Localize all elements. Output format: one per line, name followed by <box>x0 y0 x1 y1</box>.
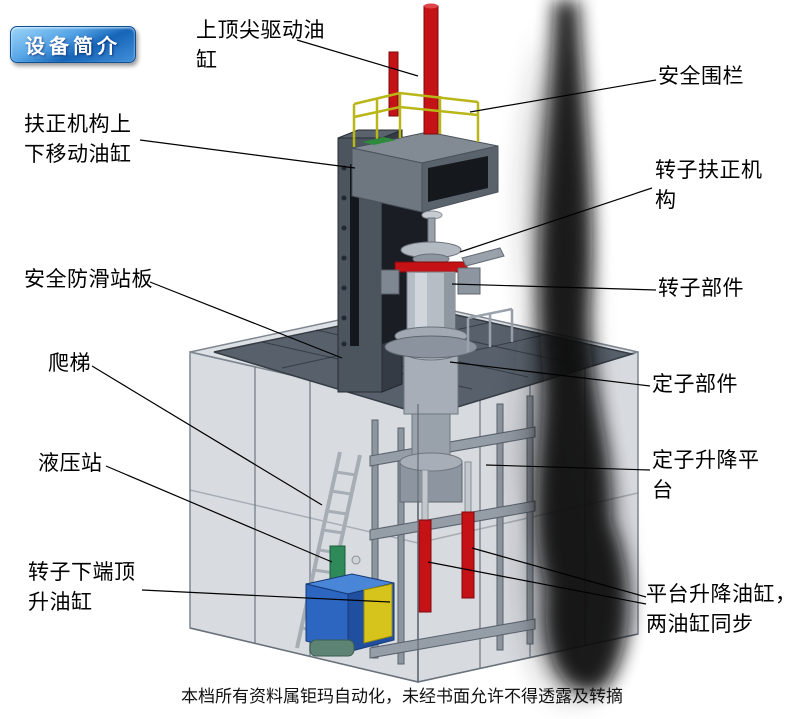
leader-centering-cylinder <box>139 139 356 169</box>
label-rotor-bottom-cylinder: 转子下端顶升油缸 <box>28 560 136 614</box>
label-stator-lift-platform: 定子升降平台 <box>652 448 760 502</box>
label-stator-part: 定子部件 <box>652 372 738 396</box>
leader-stator-part <box>449 361 651 387</box>
head-box <box>351 131 499 220</box>
top-cylinder <box>388 3 439 135</box>
leader-top-cylinder <box>296 39 419 77</box>
leader-platform-lift-2 <box>427 561 647 605</box>
side-rail <box>466 307 514 352</box>
label-anti-slip-platform: 安全防滑站板 <box>24 267 153 291</box>
hydraulic-station <box>305 545 395 657</box>
leader-rotor-centering <box>459 187 653 253</box>
label-rotor-part: 转子部件 <box>658 276 744 300</box>
label-ladder: 爬梯 <box>48 351 91 375</box>
smoke-shadow <box>522 0 629 695</box>
label-top-cylinder: 上顶尖驱动油缸 <box>196 18 325 72</box>
title-badge-label: 设备简介 <box>25 36 121 58</box>
leader-ladder <box>91 365 323 506</box>
rotor-assembly <box>380 217 505 359</box>
safety-railing <box>352 91 480 147</box>
label-hydraulic-station: 液压站 <box>38 451 103 475</box>
label-centering-cylinder: 扶正机构上下移动油缸 <box>24 112 132 166</box>
label-rotor-centering: 转子扶正机构 <box>655 158 763 212</box>
title-badge: 设备简介 <box>10 26 136 63</box>
leader-rotor-part <box>451 283 657 291</box>
leader-anti-slip <box>149 281 343 359</box>
leader-stator-lift <box>485 464 651 471</box>
leader-safety-fence <box>469 79 657 113</box>
leader-platform-lift-1 <box>471 547 647 598</box>
leader-rotor-bottom <box>141 589 391 603</box>
label-safety-fence: 安全围栏 <box>658 64 744 88</box>
leader-hydraulic <box>105 465 333 563</box>
leader-lines <box>91 39 657 605</box>
label-platform-lift-cylinder: 平台升降油缸，两油缸同步 <box>646 582 797 636</box>
footer-copyright: 本档所有资料属钜玛自动化，未经书面允许不得透露及转摘 <box>181 687 623 706</box>
lift-cylinders <box>418 461 475 613</box>
